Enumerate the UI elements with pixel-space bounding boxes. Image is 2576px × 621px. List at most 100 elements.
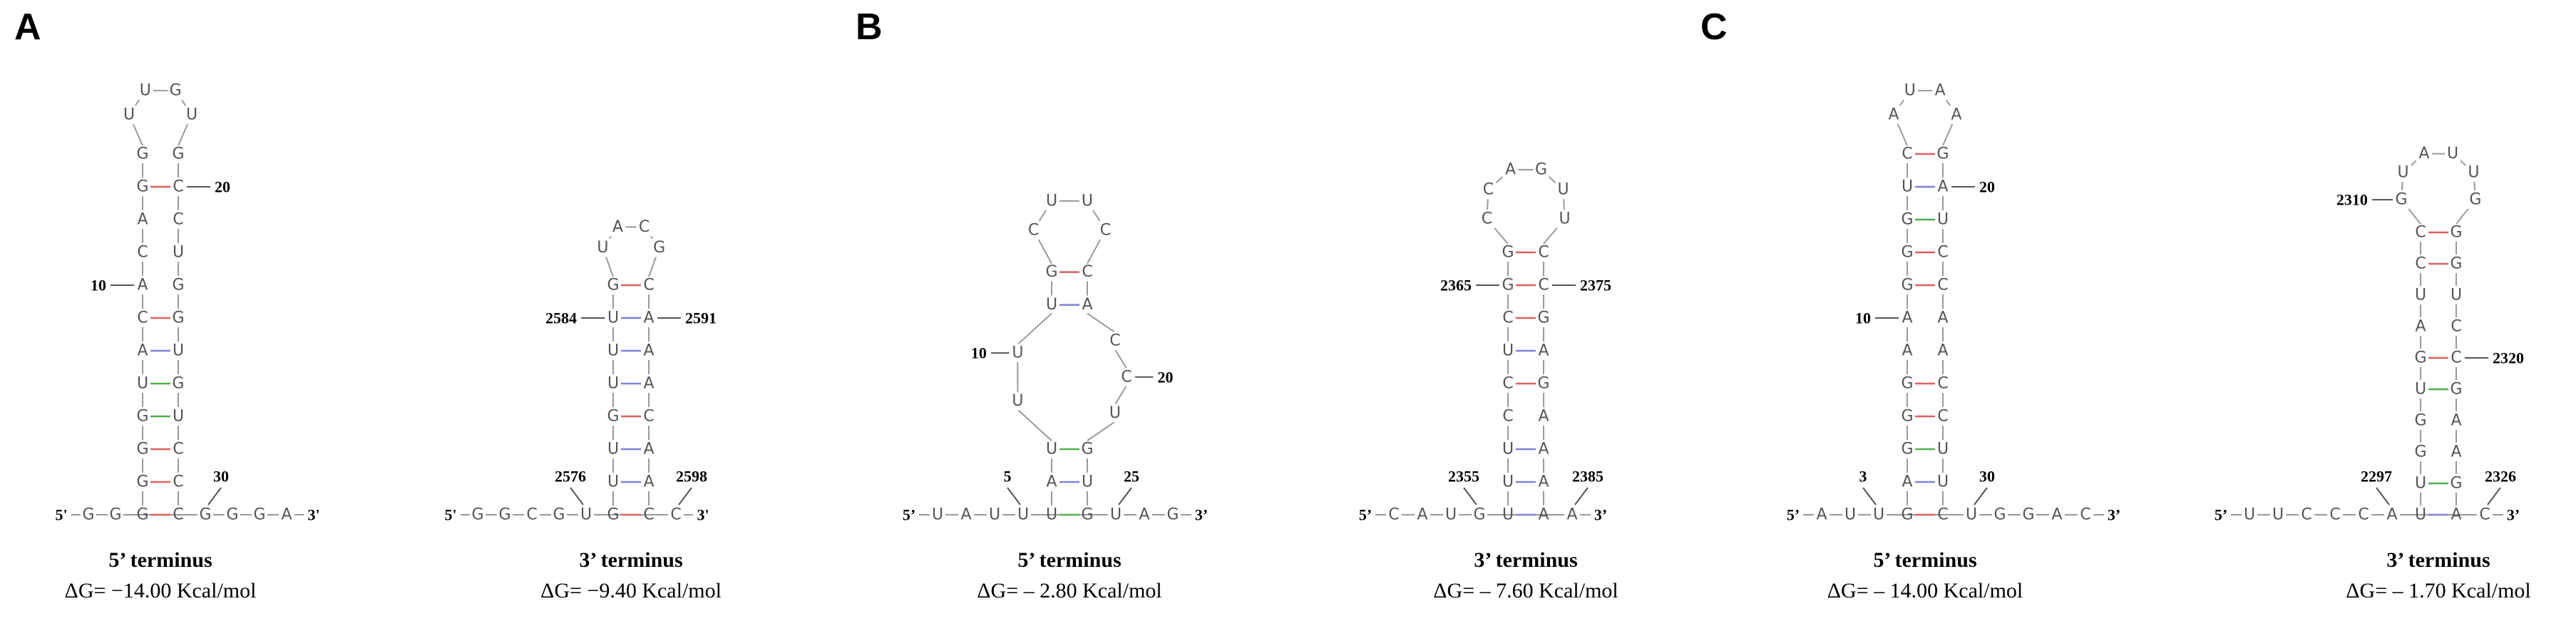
stem-right-nt: U <box>1937 441 1949 458</box>
stem-right-nt: G <box>1537 309 1549 327</box>
stem-right-nt: A <box>2451 506 2461 524</box>
stem-left-nt: U <box>2415 475 2426 493</box>
lower-right-nt: G <box>1081 441 1093 458</box>
internal-loop-left-nt: U <box>1012 344 1023 362</box>
stem-right-nt: C <box>1937 375 1948 393</box>
hairpin-loop-nt: A <box>1935 82 1946 100</box>
tail3-nt: C <box>2080 506 2090 524</box>
stem-left-nt: U <box>607 309 619 327</box>
hairpin-loop-nt: U <box>123 106 135 124</box>
tail3-nt: U <box>1966 506 1977 524</box>
stem-right-nt: G <box>172 309 184 327</box>
caption-a1-title: 5’ terminus <box>108 548 212 572</box>
stem-right-nt: U <box>1937 473 1949 491</box>
nucleotide-number: 20 <box>215 178 230 196</box>
tail5-nt: U <box>1873 506 1884 524</box>
tail5-nt: G <box>498 506 510 524</box>
tail5-nt: G <box>1473 506 1485 524</box>
tail5-nt: U <box>1445 506 1457 524</box>
caption-b1-energy: ΔG= – 2.80 Kcal/mol <box>977 579 1162 602</box>
hairpin-loop-nt: A <box>1505 160 1516 178</box>
numbering-tick <box>1463 487 1477 505</box>
hairpin-loop-nt: A <box>2418 145 2429 163</box>
panel-letters: A B C <box>14 6 1728 48</box>
stem-left-nt: A <box>1902 473 1912 491</box>
stem-left-nt: G <box>136 506 148 524</box>
stem-left-nt: A <box>1902 342 1912 360</box>
stem-right-nt: G <box>2450 255 2462 273</box>
numbering-tick <box>1007 487 1021 505</box>
stem-right-nt: C <box>173 441 183 458</box>
internal-loop-backbone <box>1017 312 1052 345</box>
stem-left-nt: C <box>1502 309 1513 327</box>
stem-left-nt: C <box>137 309 148 327</box>
internal-loop-backbone <box>1114 385 1127 405</box>
nucleotide-number: 20 <box>1158 368 1174 386</box>
internal-loop-backbone <box>1087 421 1116 441</box>
stem-right-nt: G <box>2450 475 2462 493</box>
tail3-nt: G <box>1166 506 1179 524</box>
stem-left-nt: G <box>1901 441 1913 458</box>
hairpin-loop-nt: G <box>2396 191 2408 209</box>
stem-right-nt: C <box>1937 277 1948 294</box>
nucleotide-number: 2385 <box>1572 468 1603 486</box>
panel-letter-a: A <box>14 6 41 48</box>
hairpin-loop-nt: U <box>140 82 151 100</box>
hairpin-loop-nt: A <box>1888 106 1899 124</box>
stem-left-nt: A <box>2415 318 2426 336</box>
tail5-nt: U <box>1844 506 1856 524</box>
stem-left-nt: C <box>137 244 148 262</box>
tail5-nt: U <box>580 506 592 524</box>
hairpin-loop-nt: U <box>2447 145 2458 163</box>
hairpin-loop-nt: G <box>653 239 665 257</box>
five-prime-end-label: 5' <box>444 506 456 524</box>
stem-right-nt: G <box>172 375 184 393</box>
stem-left-nt: C <box>1502 408 1513 426</box>
tail5-nt: A <box>1816 506 1827 524</box>
stem-right-nt: U <box>173 408 184 426</box>
hairpin-loop-nt: A <box>1951 106 1961 124</box>
captions-layer: 5’ terminus ΔG= −14.00 Kcal/mol 3’ termi… <box>65 548 2531 602</box>
stem-left-nt: U <box>1046 296 1057 314</box>
hairpin-loop-nt: U <box>2398 163 2409 181</box>
tail3-nt: A <box>1139 506 1149 524</box>
caption-c2-energy: ΔG= – 1.70 Kcal/mol <box>2346 579 2531 602</box>
stem-left-nt: A <box>137 211 148 229</box>
caption-b1-title: 5’ terminus <box>1017 548 1121 572</box>
numbering-tick <box>570 487 584 505</box>
tail5-nt: C <box>1388 506 1399 524</box>
stem-left-nt: U <box>1902 178 1913 196</box>
stem-left-nt: G <box>136 441 148 458</box>
tail5-nt: U <box>2244 506 2255 524</box>
hairpin-loop-nt: C <box>1100 221 1111 239</box>
nucleotide-number: 10 <box>1855 309 1871 327</box>
stem-right-nt: A <box>643 375 654 393</box>
numbering-tick <box>2487 487 2501 505</box>
stem-right-nt: C <box>643 277 654 294</box>
hairpin-loop-nt: A <box>612 218 623 236</box>
stem-right-nt: C <box>2451 318 2461 336</box>
tail5-nt: G <box>471 506 483 524</box>
hairpin-loop-nt: U <box>597 239 608 257</box>
nucleotide-number: 2310 <box>2336 191 2368 209</box>
five-prime-end-label: 5’ <box>2215 506 2227 524</box>
tail5-nt: A <box>960 506 971 524</box>
nucleotide-number: 2326 <box>2485 468 2516 486</box>
hairpin-loop-nt: U <box>1558 181 1569 199</box>
nucleotide-number: 10 <box>91 277 106 294</box>
stem-right-nt: A <box>2451 443 2461 461</box>
tail5-nt: U <box>932 506 943 524</box>
stem-left-nt: G <box>1901 506 1913 524</box>
tail5-nt: A <box>2386 506 2397 524</box>
internal-loop-backbone <box>1087 312 1116 334</box>
stem-right-nt: C <box>1538 244 1549 262</box>
stem-right-nt: U <box>1937 211 1949 229</box>
numbering-tick <box>2376 487 2390 505</box>
stem-right-nt: A <box>1937 178 1948 196</box>
three-prime-end-label: 3’ <box>2507 506 2520 524</box>
